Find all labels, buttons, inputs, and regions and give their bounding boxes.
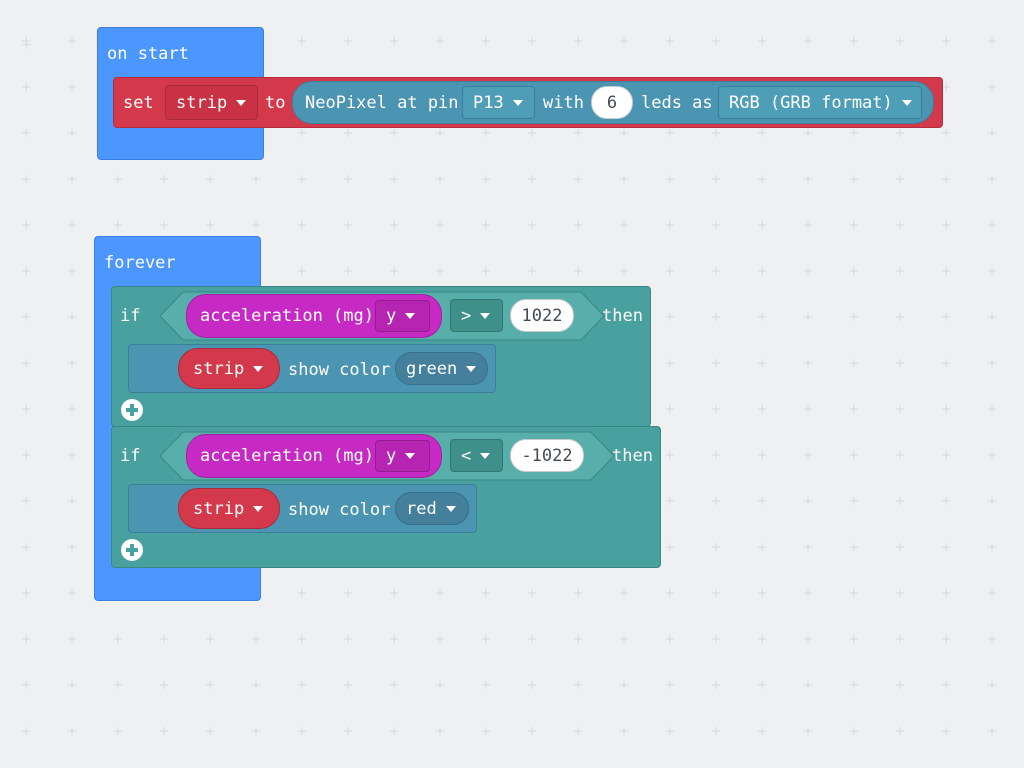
threshold-input[interactable]: -1022 — [510, 439, 584, 472]
forever-label: forever — [104, 253, 176, 273]
axis-dropdown-value: y — [386, 446, 397, 466]
set-label: set — [123, 93, 154, 113]
set-strip-block[interactable]: set strip to NeoPixel at pin P13 with 6 … — [113, 77, 943, 128]
caret-down-icon — [512, 99, 523, 106]
caret-down-icon — [901, 99, 912, 106]
caret-down-icon — [480, 452, 491, 459]
operator-dropdown[interactable]: < — [450, 439, 503, 472]
axis-dropdown[interactable]: y — [375, 440, 430, 472]
caret-down-icon — [466, 365, 477, 372]
operator-dropdown[interactable]: > — [450, 299, 503, 332]
strip-variable-value: strip — [193, 498, 245, 519]
threshold-input[interactable]: 1022 — [510, 299, 574, 332]
acceleration-label: acceleration (mg) — [200, 306, 374, 326]
show-color-label: show color — [288, 500, 391, 520]
plus-icon[interactable] — [121, 539, 143, 561]
variable-dropdown-value: strip — [176, 92, 228, 113]
neopixel-create-block[interactable]: NeoPixel at pin P13 with 6 leds as RGB (… — [292, 81, 934, 124]
color-dropdown-value: red — [406, 498, 437, 519]
caret-down-icon — [405, 453, 416, 459]
format-dropdown[interactable]: RGB (GRB format) — [718, 86, 922, 119]
pin-dropdown[interactable]: P13 — [462, 86, 535, 119]
axis-dropdown-value: y — [386, 306, 397, 326]
caret-down-icon — [480, 312, 491, 319]
variable-dropdown[interactable]: strip — [165, 85, 258, 120]
format-dropdown-value: RGB (GRB format) — [729, 92, 893, 113]
caret-down-icon — [405, 313, 416, 319]
acceleration-reporter[interactable]: acceleration (mg) y — [186, 294, 442, 338]
led-count-input[interactable]: 6 — [591, 86, 633, 119]
show-color-block-1[interactable]: strip show color green — [128, 344, 496, 393]
acceleration-reporter[interactable]: acceleration (mg) y — [186, 434, 442, 478]
on-start-label: on start — [107, 44, 189, 64]
then-label: then — [602, 306, 643, 326]
show-color-block-2[interactable]: strip show color red — [128, 484, 477, 533]
neopixel-at-pin-label: NeoPixel at pin — [305, 93, 459, 113]
then-label: then — [612, 446, 653, 466]
color-dropdown[interactable]: red — [395, 492, 469, 525]
with-label: with — [543, 93, 584, 113]
strip-variable-value: strip — [193, 358, 245, 379]
strip-variable-reporter[interactable]: strip — [178, 488, 280, 529]
caret-down-icon — [236, 99, 247, 106]
color-dropdown-value: green — [406, 358, 458, 379]
show-color-label: show color — [288, 360, 391, 380]
if-label: if — [120, 306, 141, 326]
leds-as-label: leds as — [641, 93, 713, 113]
pin-dropdown-value: P13 — [473, 92, 504, 113]
caret-down-icon — [253, 505, 264, 512]
if-label: if — [120, 446, 141, 466]
caret-down-icon — [253, 365, 264, 372]
operator-dropdown-value: > — [461, 305, 472, 326]
color-dropdown[interactable]: green — [395, 352, 488, 385]
axis-dropdown[interactable]: y — [375, 300, 430, 332]
plus-icon[interactable] — [121, 399, 143, 421]
acceleration-label: acceleration (mg) — [200, 446, 374, 466]
caret-down-icon — [445, 505, 456, 512]
strip-variable-reporter[interactable]: strip — [178, 348, 280, 389]
operator-dropdown-value: < — [461, 445, 472, 466]
to-label: to — [265, 93, 286, 113]
